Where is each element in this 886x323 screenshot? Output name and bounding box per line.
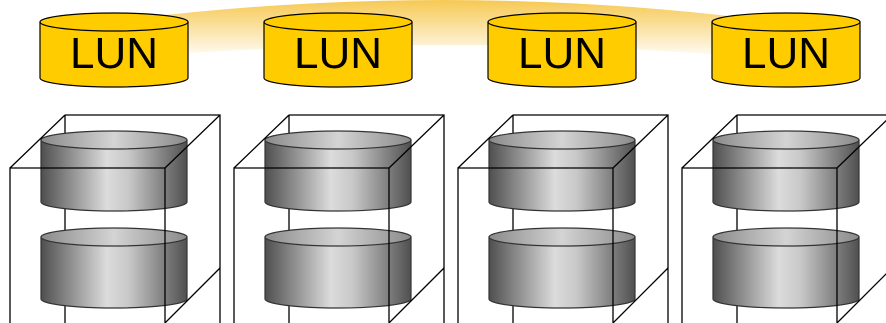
disk-upper-top: [712, 130, 860, 150]
disk-lower-body: [488, 236, 636, 309]
enclosure-front-face: [9, 167, 166, 323]
storage-column-4: LUN: [681, 12, 886, 323]
lun-cylinder-top: [263, 12, 413, 32]
lun-cylinder-top: [39, 12, 189, 32]
disk-upper-top: [40, 130, 188, 150]
lun-label: LUN: [294, 29, 382, 78]
disk-lower-top: [264, 227, 412, 247]
enclosure-edge-left: [681, 114, 738, 169]
disk-lower: [488, 227, 636, 309]
enclosure-edge-left: [233, 114, 290, 169]
disk-lower: [40, 227, 188, 309]
enclosure-edge-right: [836, 119, 886, 169]
lun-label: LUN: [742, 29, 830, 78]
enclosure-edge-left: [457, 114, 514, 169]
enclosure-edge-right: [388, 114, 445, 169]
lun-cylinder-top: [711, 12, 861, 32]
lun-cylinder-body: [39, 21, 189, 88]
disk-lower-top: [40, 227, 188, 247]
enclosure-front-face: [457, 167, 614, 323]
disk-upper-body: [488, 139, 636, 212]
enclosure-front-face: [681, 167, 838, 323]
enclosure-edge-bottom: [836, 273, 886, 323]
disk-upper-top: [488, 130, 636, 150]
lun-cylinder-body: [487, 21, 637, 88]
enclosure-edge-bottom: [388, 267, 445, 323]
enclosure-front: [457, 114, 669, 323]
lun-cylinder: LUN: [711, 12, 861, 88]
lun-cylinder-top: [487, 12, 637, 32]
disk-lower-top: [712, 227, 860, 247]
enclosure-front-face: [233, 167, 390, 323]
lun-label: LUN: [70, 29, 158, 78]
enclosure-back: [737, 114, 886, 116]
enclosure-front: [9, 114, 221, 323]
lun-cylinder: LUN: [487, 12, 637, 88]
enclosure-edge-right: [164, 114, 221, 169]
lun-cylinder: LUN: [39, 12, 189, 88]
enclosure-front: [681, 114, 886, 323]
disk-upper-top: [264, 130, 412, 150]
disk-lower: [712, 227, 860, 309]
disk-upper: [712, 130, 860, 212]
lun-label: LUN: [518, 29, 606, 78]
disk-lower: [264, 227, 412, 309]
lun-cylinder-body: [263, 21, 413, 88]
disk-lower-body: [264, 236, 412, 309]
enclosure-edge-bottom: [164, 267, 221, 323]
disk-lower-body: [40, 236, 188, 309]
storage-column-3: LUN: [457, 12, 669, 323]
enclosure-front: [233, 114, 445, 323]
enclosure-edge-left: [9, 114, 66, 169]
disk-upper: [488, 130, 636, 212]
disk-upper: [264, 130, 412, 212]
disk-lower-top: [488, 227, 636, 247]
disk-upper-body: [712, 139, 860, 212]
enclosure-edge-right: [612, 114, 669, 169]
disk-lower-body: [712, 236, 860, 309]
lun-cylinder: LUN: [263, 12, 413, 88]
storage-column-2: LUN: [233, 12, 445, 323]
storage-column-1: LUN: [9, 12, 221, 323]
enclosure-edge-bottom: [612, 267, 669, 323]
disk-upper-body: [264, 139, 412, 212]
lun-cylinder-body: [711, 21, 861, 88]
glow-band: [96, 0, 790, 60]
disk-upper-body: [40, 139, 188, 212]
disk-upper: [40, 130, 188, 212]
